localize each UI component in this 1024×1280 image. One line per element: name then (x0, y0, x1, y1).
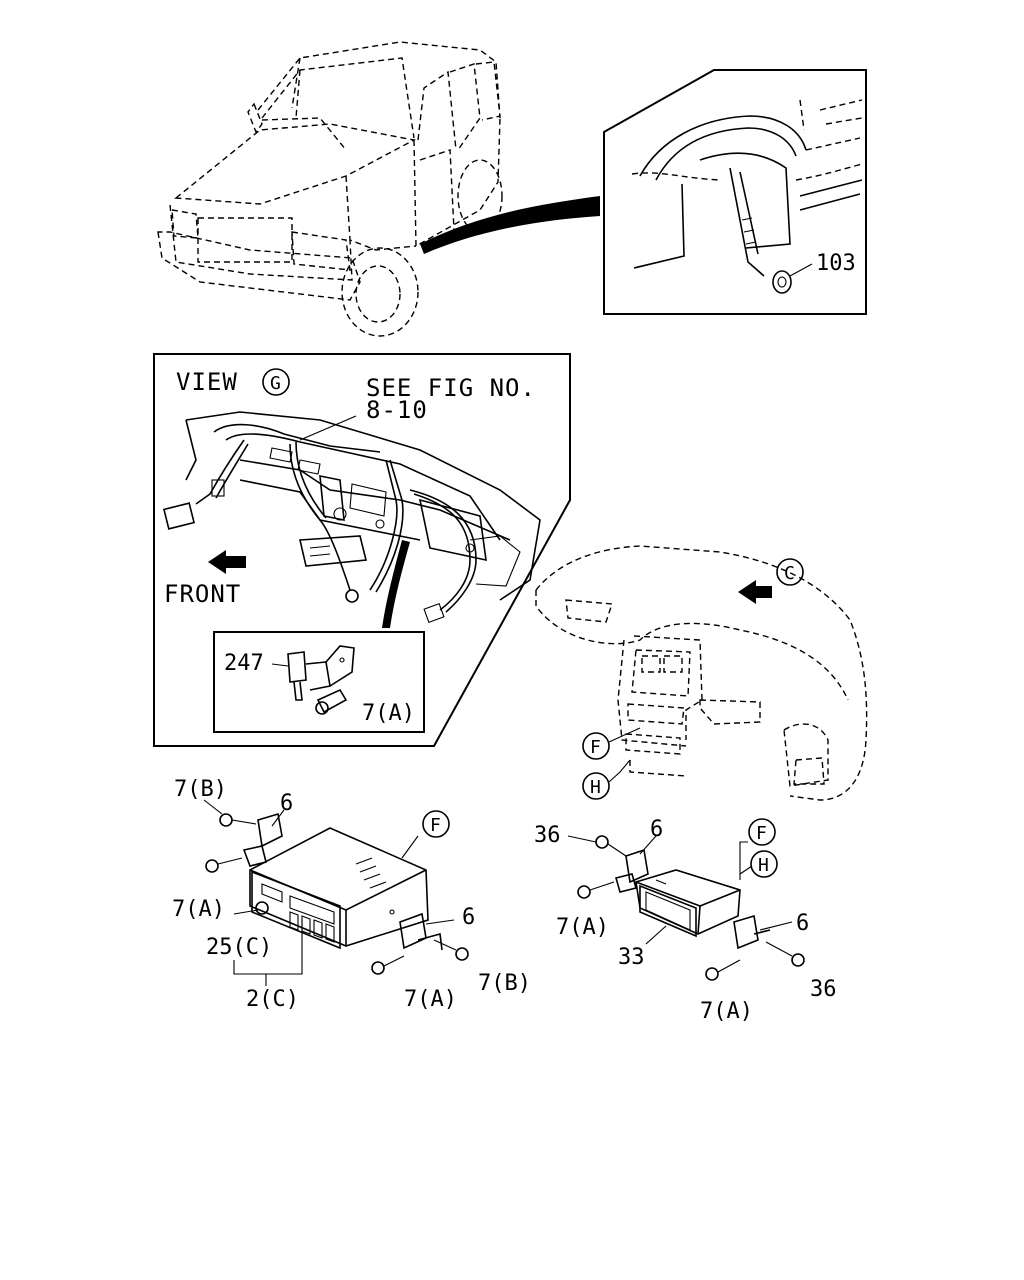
part-label-7a-radio-left: 7(A) (172, 897, 225, 922)
part-label-2c: 2(C) (246, 987, 299, 1012)
view-g-circle (262, 368, 290, 396)
callout-h-pocket-circle (750, 850, 778, 878)
callout-f-circle (582, 732, 610, 760)
view-g-panel: VIEW G SEE FIG NO. 8-10 (153, 353, 571, 747)
callout-f-radio-circle (422, 810, 450, 838)
see-fig-line-2: 8-10 (366, 396, 428, 424)
part-label-7a-radio-bottom: 7(A) (404, 987, 457, 1012)
callout-h-letter: H (590, 777, 601, 798)
radio-assembly: 7(B) 6 F 7(A) 6 25(C) 2(C) 7(A) 7(B) (172, 777, 531, 1012)
part-label-7a-pocket-left: 7(A) (556, 915, 609, 940)
part-label-36-top: 36 (534, 823, 561, 848)
view-c-letter: C (784, 563, 795, 584)
part-label-36-right: 36 (810, 977, 837, 1002)
wheel-arch-detail: 103 (603, 69, 867, 315)
part-label-7a-sensor: 7(A) (362, 701, 415, 726)
callout-f-letter: F (590, 737, 601, 758)
part-label-6-radio-right: 6 (462, 905, 475, 930)
part-label-7b-radio-right: 7(B) (478, 971, 531, 996)
part-label-7a-pocket-bottom: 7(A) (700, 999, 753, 1024)
view-label: VIEW (176, 368, 238, 396)
part-label-6-radio-top: 6 (280, 791, 293, 816)
callout-f-radio-letter: F (430, 815, 441, 836)
part-label-25c: 25(C) (206, 935, 272, 960)
pocket-assembly: 36 6 F H 7(A) 6 33 36 7(A) (534, 817, 837, 1024)
see-fig-line-1: SEE FIG NO. (366, 374, 536, 402)
part-label-6-pocket-right: 6 (796, 911, 809, 936)
part-label-7b-radio-top: 7(B) (174, 777, 227, 802)
callout-f-pocket-circle (748, 818, 776, 846)
part-label-6-pocket-top: 6 (650, 817, 663, 842)
callout-f-pocket-letter: F (756, 823, 767, 844)
part-label-247: 247 (224, 651, 264, 676)
view-c-circle (776, 558, 804, 586)
dashboard-illustration: C F H (535, 545, 868, 801)
vehicle-illustration (157, 41, 600, 337)
front-label: FRONT (164, 580, 241, 608)
view-g-letter: G (270, 373, 281, 394)
part-label-33: 33 (618, 945, 645, 970)
view-c-arrow-icon (738, 580, 772, 604)
part-label-103: 103 (816, 251, 856, 276)
callout-h-circle (582, 772, 610, 800)
sensor-inset-box (213, 631, 425, 733)
callout-h-pocket-letter: H (758, 855, 769, 876)
front-arrow-icon (208, 550, 246, 574)
